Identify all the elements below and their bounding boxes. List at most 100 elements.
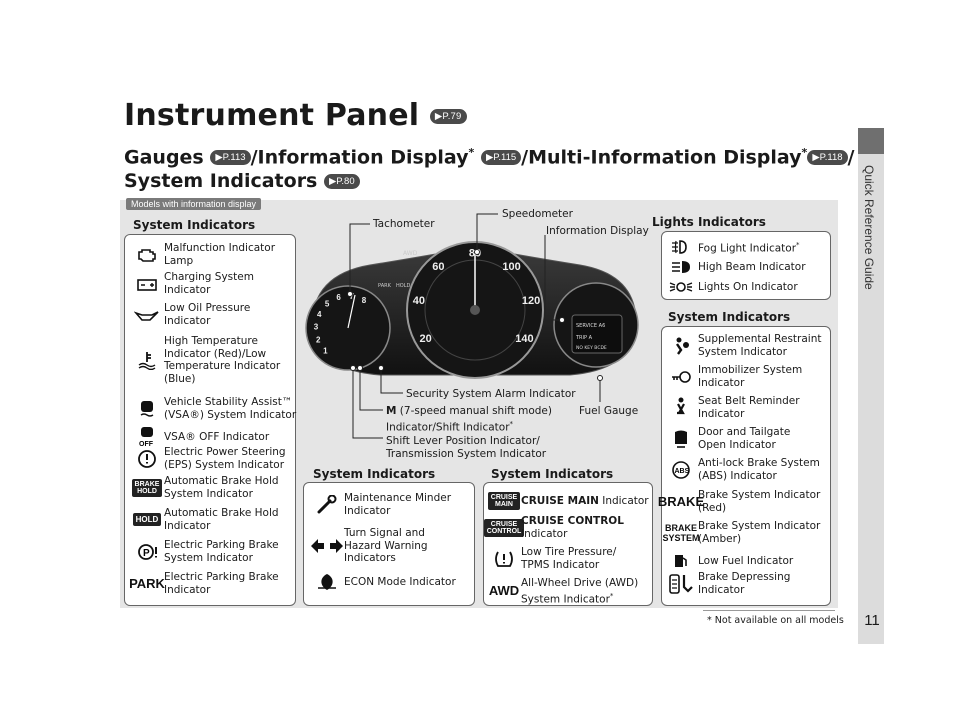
display-line3: NO KEY BCDE bbox=[576, 345, 607, 351]
lights-panel-item-label: High Beam Indicator bbox=[698, 260, 806, 273]
cluster-awd: AWD bbox=[403, 250, 418, 257]
hold-icon: HOLD bbox=[130, 513, 164, 526]
m-rest: (7-speed manual shift mode) bbox=[396, 405, 552, 417]
high-beam-icon bbox=[664, 259, 698, 275]
sidebar-label: Quick Reference Guide bbox=[862, 165, 876, 290]
lights-panel-item: High Beam Indicator bbox=[664, 259, 828, 275]
page-ref-text: P.79 bbox=[442, 111, 462, 122]
key-icon bbox=[664, 370, 698, 384]
fuel-pump-icon bbox=[664, 552, 698, 570]
page-ref[interactable]: ▶P.80 bbox=[323, 174, 360, 189]
speed-label: 120 bbox=[522, 295, 540, 307]
mid-right-panel-title: System Indicators bbox=[491, 467, 614, 481]
callout-speedometer: Speedometer bbox=[502, 208, 573, 220]
svg-text:OFF: OFF bbox=[139, 441, 154, 448]
page-number: 11 bbox=[864, 612, 880, 629]
tach-label: 7 bbox=[349, 292, 354, 301]
page-ref[interactable]: ▶P.113 bbox=[210, 150, 251, 166]
m-label: M bbox=[386, 405, 397, 417]
brake-red-icon-text: BRAKE bbox=[657, 493, 705, 509]
tach-label: 5 bbox=[325, 299, 330, 308]
subtitle-line2: System Indicators ▶P.80 bbox=[124, 170, 360, 192]
brake-red-icon: BRAKE bbox=[658, 495, 704, 508]
right-panel-title: System Indicators bbox=[668, 310, 791, 324]
park-icon-text: PARK bbox=[129, 575, 165, 591]
left-panel-title: System Indicators bbox=[133, 218, 256, 232]
engine-icon bbox=[130, 247, 164, 263]
abs-icon: ABS bbox=[664, 460, 698, 480]
right-panel-item: Low Fuel Indicator bbox=[664, 552, 828, 570]
m-line2: Indicator/Shift Indicator bbox=[386, 421, 510, 433]
turn-signal-icon bbox=[310, 538, 344, 554]
page-title: Instrument Panel ▶P.79 bbox=[124, 98, 467, 133]
left-panel-item-label: Vehicle Stability Assist™(VSA®) System I… bbox=[164, 396, 297, 421]
speed-label: 100 bbox=[502, 261, 520, 273]
parking-brake-icon: P bbox=[130, 542, 164, 562]
mid-right-panel-item-label: CRUISE MAIN Indicator bbox=[521, 494, 649, 507]
page-ref-text: P.80 bbox=[336, 176, 355, 187]
tach-label: 8 bbox=[362, 296, 367, 305]
tach-label: 4 bbox=[317, 310, 322, 319]
page-ref[interactable]: ▶P.115 bbox=[480, 150, 522, 166]
mid-right-panel-item-label: Low Tire Pressure/TPMS Indicator bbox=[521, 546, 617, 571]
awd-icon: AWD bbox=[487, 583, 521, 599]
lights-panel-item-label: Fog Light Indicator* bbox=[698, 241, 800, 255]
park-icon: PARK bbox=[129, 575, 165, 591]
asterisk: * bbox=[509, 419, 514, 428]
mid-right-panel-item: Low Tire Pressure/TPMS Indicator bbox=[487, 546, 651, 571]
subtitle-line1: Gauges ▶P.113/Information Display* ▶P.11… bbox=[124, 146, 854, 168]
callout-shift-lever: Shift Lever Position Indicator/ Transmis… bbox=[386, 435, 547, 460]
callout-tachometer: Tachometer bbox=[373, 218, 435, 230]
left-panel-item: Electric Power Steering(EPS) System Indi… bbox=[130, 446, 294, 471]
page-ref[interactable]: ▶P.79 bbox=[429, 109, 467, 124]
page-ref[interactable]: ▶P.118 bbox=[807, 150, 848, 166]
econ-leaf-icon bbox=[310, 572, 344, 592]
right-panel-item-label: Anti-lock Brake System(ABS) Indicator bbox=[698, 457, 820, 482]
lights-on-icon bbox=[664, 279, 698, 295]
vsa-off-icon: OFF bbox=[130, 426, 164, 448]
subtitle-gauges: Gauges bbox=[124, 146, 211, 169]
callout-security: Security System Alarm Indicator bbox=[406, 388, 576, 400]
asterisk: * bbox=[801, 146, 808, 159]
page-ref-text: P.113 bbox=[222, 152, 246, 164]
oil-can-icon bbox=[130, 308, 164, 322]
callout-info-display: Information Display bbox=[546, 225, 649, 237]
fog-light-icon bbox=[664, 239, 698, 255]
brake-pedal-icon bbox=[664, 572, 698, 596]
vsa-icon bbox=[130, 399, 164, 419]
tach-label: 2 bbox=[316, 335, 321, 344]
cluster-hold: HOLD bbox=[396, 283, 410, 289]
page-ref-text: P.115 bbox=[493, 152, 517, 164]
left-panel-item: Vehicle Stability Assist™(VSA®) System I… bbox=[130, 396, 297, 421]
airbag-icon bbox=[664, 336, 698, 356]
left-panel bbox=[124, 234, 296, 606]
awd-icon-text: AWD bbox=[488, 583, 520, 599]
asterisk: * bbox=[468, 146, 475, 159]
